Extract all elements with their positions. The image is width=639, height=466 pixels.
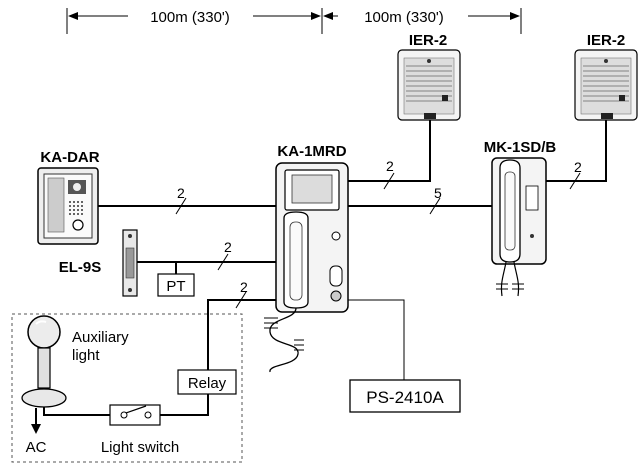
relay-box <box>177 369 237 395</box>
relay-label: Relay <box>188 375 227 392</box>
dimension-left-label: 100m (330') <box>150 9 230 26</box>
ps-2410a-label: PS-2410A <box>366 388 444 407</box>
wire-count-ier-left: 2 <box>386 158 394 174</box>
wire-count-el9s: 2 <box>224 239 232 255</box>
ps-2410a-box <box>349 379 461 413</box>
wire-count-ka-dar: 2 <box>177 185 185 201</box>
wire-counts: 2 2 5 2 2 2 <box>177 158 582 295</box>
dimension-right-label: 100m (330') <box>364 9 444 26</box>
auxiliary-circuit-box <box>11 313 243 463</box>
auxiliary-light-icon <box>21 315 67 408</box>
light-switch-icon <box>109 404 161 426</box>
pt-label: PT <box>166 278 185 295</box>
ier2-left-label: IER-2 <box>409 32 447 49</box>
wire-count-relay: 2 <box>240 279 248 295</box>
wire-count-mk: 5 <box>434 185 442 201</box>
light-switch-label: Light switch <box>101 439 179 456</box>
ier2-left-device <box>397 49 461 121</box>
el-9s-label: EL-9S <box>59 259 102 276</box>
ier2-right-label: IER-2 <box>587 32 625 49</box>
mk-1sdb-device <box>491 157 547 297</box>
ka-1mrd-label: KA-1MRD <box>277 143 346 160</box>
auxiliary-light-line1: Auxiliary <box>72 329 129 346</box>
ka-1mrd-device <box>264 162 349 373</box>
el-9s-device <box>122 229 138 297</box>
wire-count-ier-right: 2 <box>574 159 582 175</box>
auxiliary-light-line2: light <box>72 347 100 364</box>
pt-box <box>157 273 195 297</box>
ka-dar-device <box>37 167 99 245</box>
ac-label: AC <box>26 439 47 456</box>
ier2-right-device <box>574 49 638 121</box>
mk-1sdb-label: MK-1SD/B <box>484 139 557 156</box>
ka-dar-label: KA-DAR <box>40 149 99 166</box>
wires <box>31 120 607 434</box>
dimension-lines: 100m (330') 100m (330') <box>66 8 522 34</box>
